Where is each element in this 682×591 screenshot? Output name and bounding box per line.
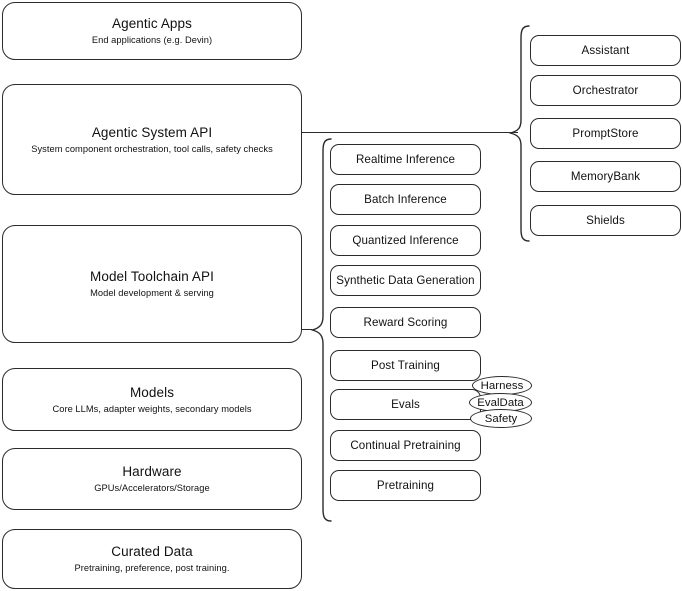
stack-layer-curated-data[interactable]: Curated Data Pretraining, preference, po… (2, 529, 302, 589)
stack-layer-hardware[interactable]: Hardware GPUs/Accelerators/Storage (2, 448, 302, 510)
stack-layer-subtitle: GPUs/Accelerators/Storage (94, 483, 210, 493)
stack-layer-title: Curated Data (111, 544, 193, 559)
brace-model-toolchain (311, 138, 332, 522)
stack-layer-agentic-apps[interactable]: Agentic Apps End applications (e.g. Devi… (2, 2, 302, 60)
stack-layer-models[interactable]: Models Core LLMs, adapter weights, secon… (2, 368, 302, 431)
stack-layer-title: Model Toolchain API (90, 269, 214, 284)
stack-layer-title: Agentic System API (91, 124, 213, 140)
capability-pretraining[interactable]: Pretraining (330, 470, 481, 501)
capability-batch-inference[interactable]: Batch Inference (330, 184, 481, 215)
capability-post-training[interactable]: Post Training (330, 350, 481, 381)
stack-layer-subtitle: Core LLMs, adapter weights, secondary mo… (52, 403, 252, 414)
agentic-component-shields[interactable]: Shields (530, 205, 681, 236)
agentic-component-orchestrator[interactable]: Orchestrator (530, 75, 681, 106)
stack-layer-model-toolchain-api[interactable]: Model Toolchain API Model development & … (2, 225, 302, 343)
stack-layer-subtitle: Model development & serving (90, 288, 214, 298)
connector-agentic-system-api-to-components (302, 132, 518, 134)
evals-subcomponent-safety[interactable]: Safety (470, 409, 532, 428)
evals-subcomponent-evaldata[interactable]: EvalData (469, 393, 532, 412)
capability-quantized-inference[interactable]: Quantized Inference (330, 225, 481, 256)
capability-evals[interactable]: Evals (330, 389, 481, 420)
capability-synthetic-data-generation[interactable]: Synthetic Data Generation (330, 265, 481, 296)
connector-model-toolchain-to-brace (302, 329, 312, 331)
capability-reward-scoring[interactable]: Reward Scoring (330, 307, 481, 338)
stack-layer-title: Hardware (122, 464, 182, 479)
stack-layer-subtitle: System component orchestration, tool cal… (31, 143, 273, 154)
capability-continual-pretraining[interactable]: Continual Pretraining (330, 430, 481, 461)
agentic-component-promptstore[interactable]: PromptStore (530, 118, 681, 149)
agentic-component-memorybank[interactable]: MemoryBank (530, 161, 681, 192)
stack-layer-title: Models (129, 384, 175, 400)
capability-realtime-inference[interactable]: Realtime Inference (330, 144, 481, 175)
stack-layer-subtitle: Pretraining, preference, post training. (74, 563, 230, 573)
stack-layer-title: Agentic Apps (111, 16, 192, 31)
brace-agentic-system-components (509, 25, 530, 242)
stack-layer-agentic-system-api[interactable]: Agentic System API System component orch… (2, 84, 302, 195)
stack-layer-subtitle: End applications (e.g. Devin) (91, 35, 213, 45)
agentic-component-assistant[interactable]: Assistant (530, 35, 681, 66)
